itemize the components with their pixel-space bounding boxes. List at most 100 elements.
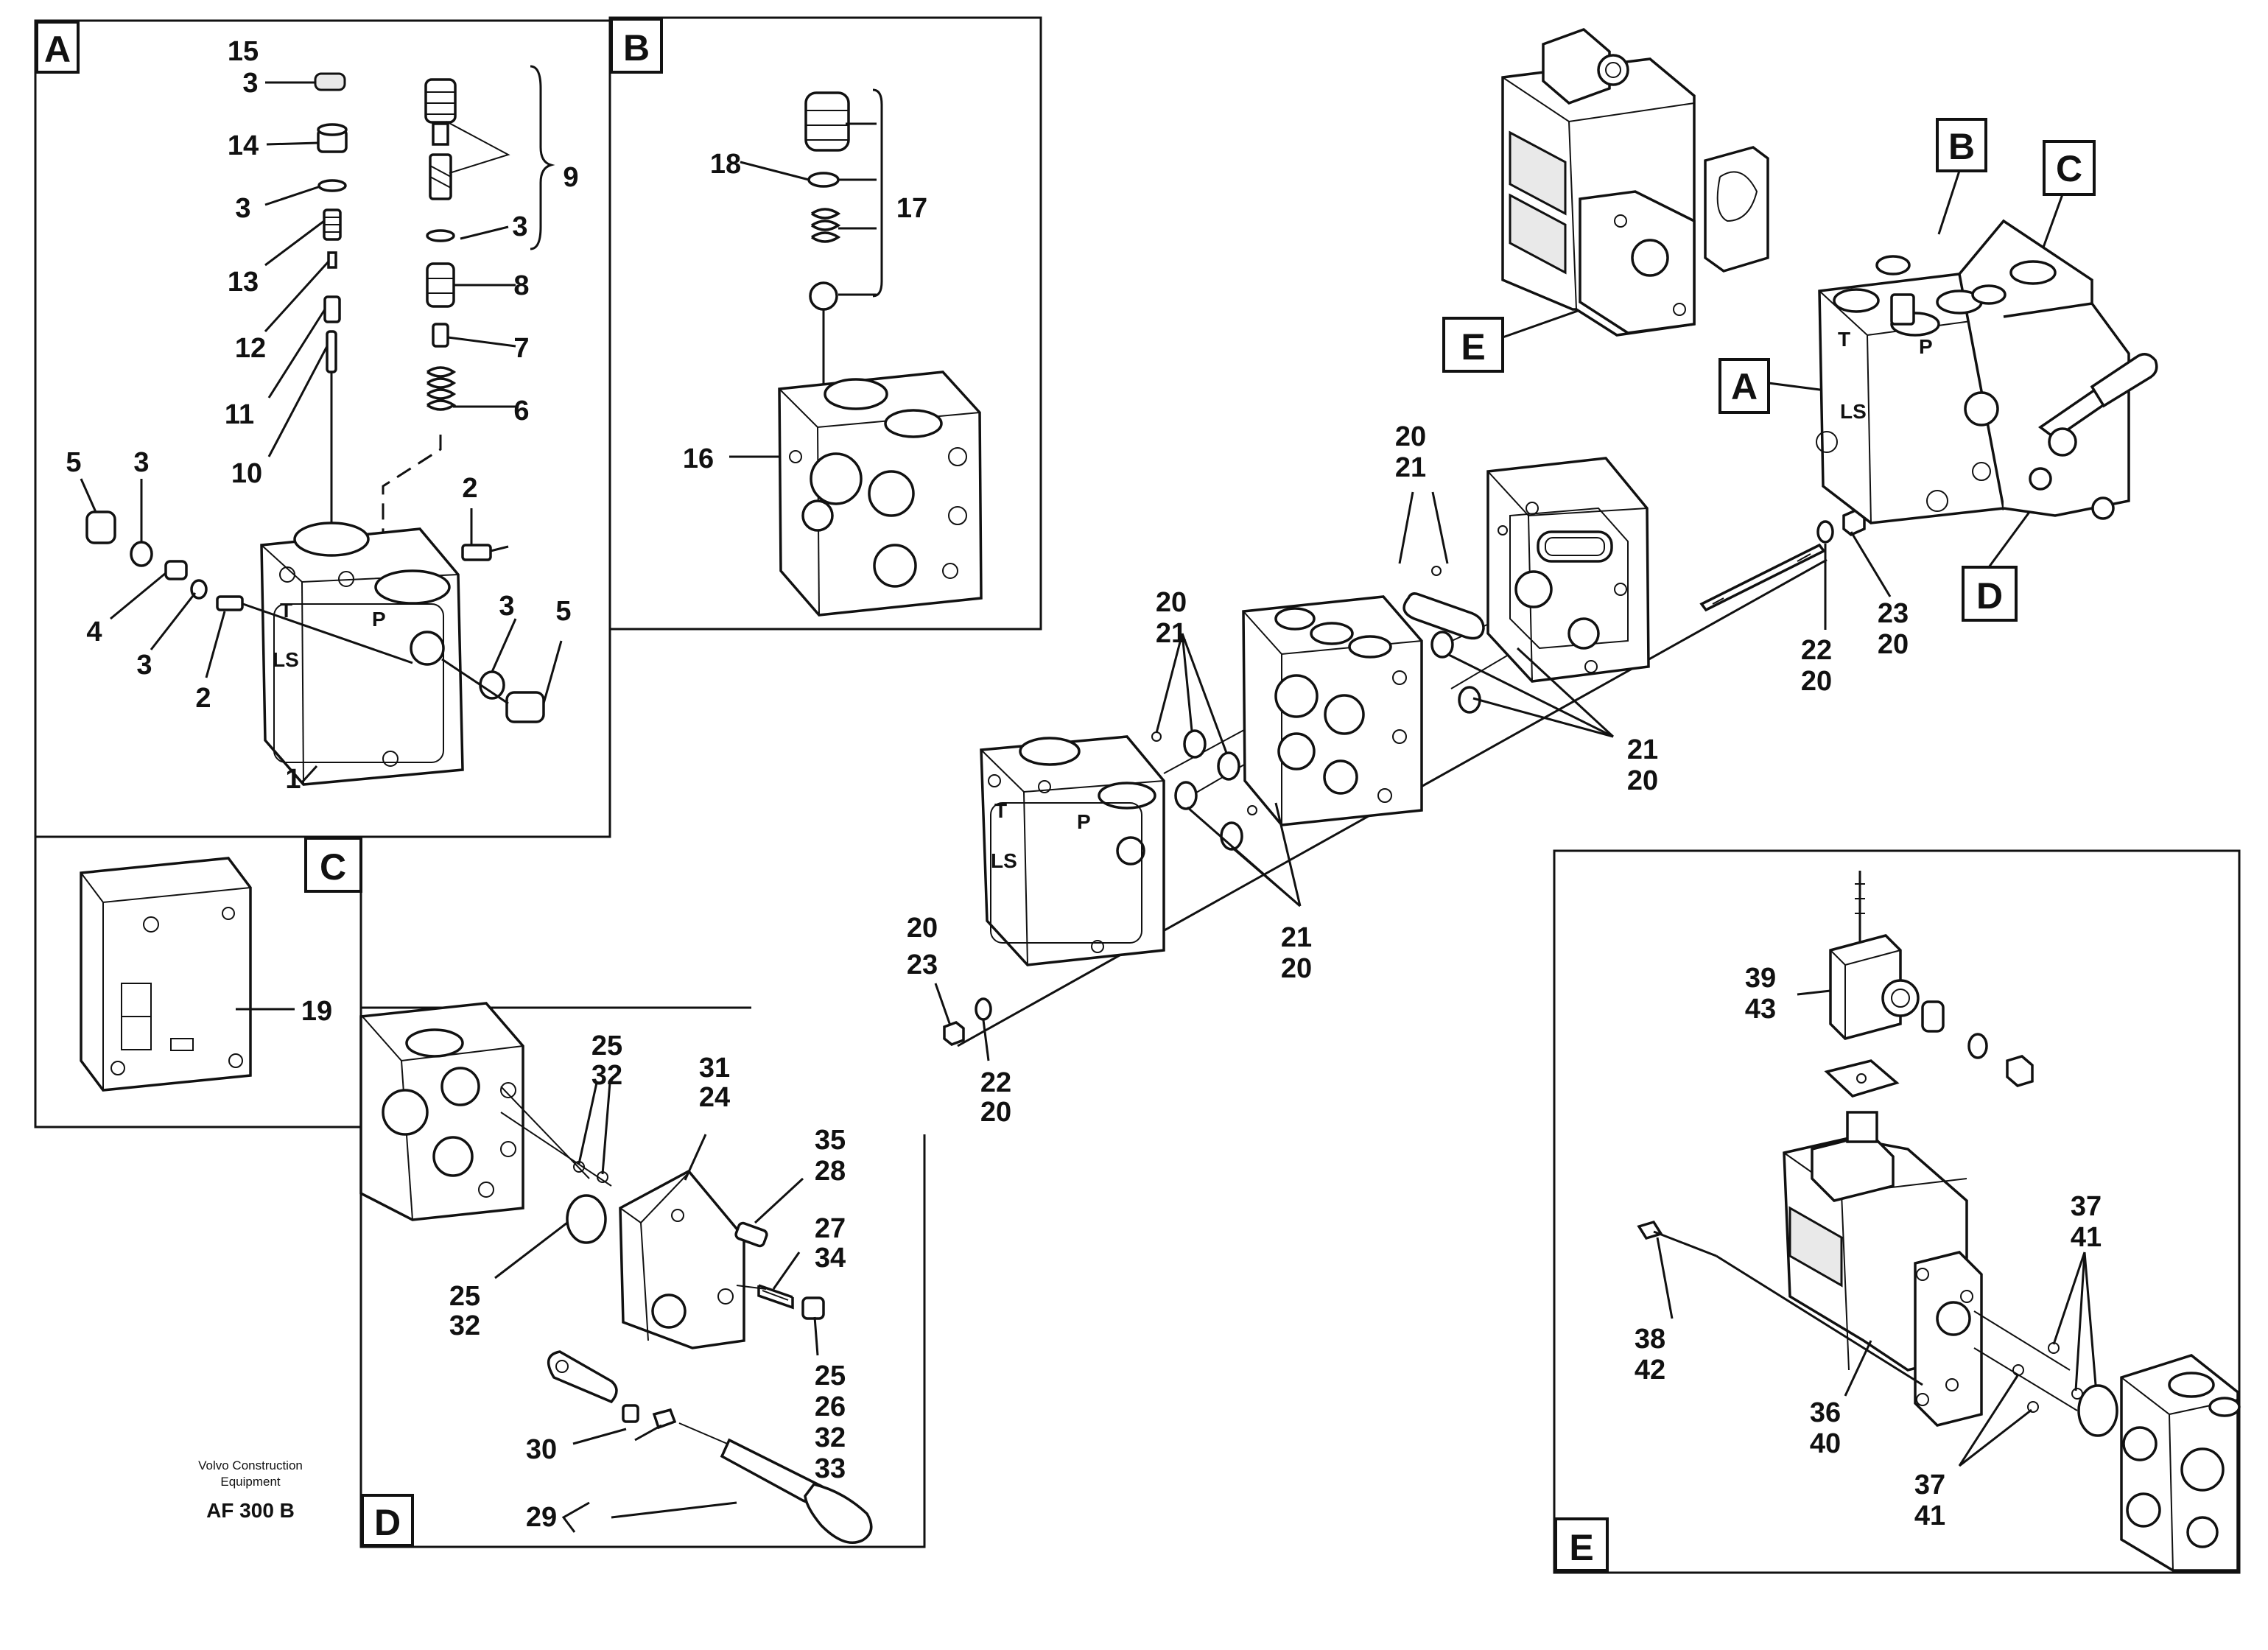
- svg-text:13: 13: [228, 267, 259, 298]
- a-leader-9: [446, 121, 510, 174]
- tag-d: D: [361, 1494, 414, 1547]
- d-callouts: 25 32 31 24 35 28 27 34 25 32 25 26 32 3…: [449, 1031, 846, 1533]
- svg-text:38: 38: [1635, 1324, 1665, 1355]
- tag-b: B: [610, 18, 663, 74]
- section-a: T P LS: [66, 36, 578, 795]
- svg-text:41: 41: [2071, 1222, 2102, 1253]
- section-d: 25 32 31 24 35 28 27 34 25 32 25 26 32 3…: [198, 1002, 873, 1544]
- svg-text:32: 32: [591, 1060, 622, 1091]
- svg-text:32: 32: [449, 1310, 480, 1341]
- svg-text:P: P: [1077, 810, 1091, 833]
- svg-text:35: 35: [815, 1125, 846, 1156]
- svg-text:25: 25: [449, 1281, 480, 1312]
- tag-assembly-c: C: [2030, 140, 2096, 281]
- svg-text:10: 10: [231, 458, 262, 489]
- svg-text:26: 26: [815, 1391, 846, 1422]
- svg-text:3: 3: [133, 447, 149, 478]
- svg-text:31: 31: [699, 1053, 730, 1084]
- svg-text:34: 34: [815, 1243, 846, 1274]
- svg-text:2: 2: [462, 473, 477, 504]
- complete-assembly: T P LS: [1501, 28, 2158, 524]
- svg-text:25: 25: [591, 1031, 622, 1061]
- svg-text:36: 36: [1810, 1397, 1841, 1428]
- a-leaders: [80, 81, 563, 784]
- svg-text:5: 5: [555, 596, 571, 627]
- center-exploded-assembly: T P LS: [907, 421, 1909, 1128]
- d-leaders: [494, 1082, 819, 1533]
- e-solenoid-body: [1783, 1111, 1983, 1427]
- svg-text:D: D: [1976, 575, 2003, 617]
- svg-text:20: 20: [1395, 421, 1426, 452]
- svg-text:43: 43: [1745, 994, 1776, 1025]
- tag-a: A: [35, 21, 80, 74]
- svg-text:4: 4: [86, 617, 102, 647]
- svg-text:21: 21: [1156, 618, 1187, 649]
- a-right-stack: [356, 78, 457, 561]
- svg-text:AF 300 B: AF 300 B: [206, 1499, 295, 1522]
- a-valve-block: T P LS: [260, 522, 464, 786]
- section-e: 39 43 37 41 38 42 36 40 37 41: [1635, 871, 2241, 1572]
- section-e-frame: [1553, 849, 2241, 1574]
- mid-callouts: 20 21 20 21 21 20 21 20 20 23 22 20 22 2…: [907, 421, 1909, 1128]
- svg-text:28: 28: [815, 1156, 846, 1187]
- e-leaders: [1656, 989, 2097, 1467]
- manufacturer-footer: Volvo Construction Equipment AF 300 B: [198, 1458, 303, 1522]
- svg-text:22: 22: [1801, 635, 1832, 666]
- svg-text:15: 15: [228, 36, 259, 67]
- assembly-valve-stack: T P LS: [1816, 219, 2158, 524]
- e-gasket: [1824, 1059, 1900, 1098]
- svg-text:27: 27: [815, 1213, 846, 1244]
- svg-text:Equipment: Equipment: [220, 1475, 281, 1489]
- section-b-frame: [608, 16, 1042, 631]
- d-valve-block: [359, 1002, 524, 1221]
- svg-text:5: 5: [66, 447, 81, 478]
- e-bolt-head: [1637, 1220, 1663, 1240]
- e-callouts: 39 43 37 41 38 42 36 40 37 41: [1635, 963, 2102, 1531]
- svg-text:41: 41: [1914, 1500, 1945, 1531]
- svg-text:D: D: [374, 1502, 401, 1543]
- d-lever-arm: [547, 1350, 873, 1544]
- svg-text:Volvo Construction: Volvo Construction: [198, 1458, 303, 1472]
- svg-text:LS: LS: [1840, 400, 1867, 423]
- tag-e: E: [1554, 1517, 1609, 1572]
- svg-text:20: 20: [1878, 629, 1909, 660]
- mid-valve-block-center: [1242, 595, 1423, 826]
- svg-text:B: B: [1948, 126, 1975, 167]
- svg-text:P: P: [1919, 335, 1933, 358]
- b-label-17: 17: [896, 193, 927, 224]
- assembly-solenoid: [1501, 28, 1769, 337]
- svg-text:20: 20: [1627, 765, 1658, 796]
- svg-text:22: 22: [980, 1067, 1011, 1098]
- svg-text:T: T: [1838, 328, 1850, 351]
- mid-seals-2: [1402, 566, 1526, 714]
- svg-text:21: 21: [1395, 452, 1426, 483]
- svg-text:C: C: [320, 846, 346, 888]
- svg-text:11: 11: [225, 399, 254, 430]
- b-valve-block: [778, 371, 983, 617]
- mid-seals-1: [1151, 729, 1279, 851]
- svg-text:7: 7: [513, 333, 529, 364]
- svg-text:32: 32: [815, 1422, 846, 1453]
- svg-text:3: 3: [512, 211, 527, 242]
- svg-text:20: 20: [1801, 666, 1832, 697]
- svg-text:E: E: [1461, 326, 1485, 368]
- svg-text:6: 6: [513, 396, 529, 426]
- mid-valve-block-front: T P LS: [980, 735, 1165, 966]
- b-label-16: 16: [683, 443, 714, 474]
- svg-text:23: 23: [1878, 598, 1909, 629]
- e-valve-block-partial: [2120, 1354, 2241, 1572]
- mid-leaders: [934, 491, 1892, 1061]
- svg-text:3: 3: [136, 650, 152, 681]
- svg-text:LS: LS: [991, 849, 1017, 872]
- svg-text:20: 20: [907, 913, 938, 944]
- mid-end-cover: [1486, 457, 1650, 683]
- section-c: 19: [80, 857, 332, 1092]
- svg-text:P: P: [372, 608, 386, 631]
- svg-text:A: A: [1731, 366, 1758, 407]
- svg-text:20: 20: [980, 1097, 1011, 1128]
- svg-text:LS: LS: [273, 648, 299, 671]
- svg-text:1: 1: [285, 764, 301, 795]
- svg-text:37: 37: [1914, 1470, 1945, 1500]
- svg-text:2: 2: [195, 683, 211, 714]
